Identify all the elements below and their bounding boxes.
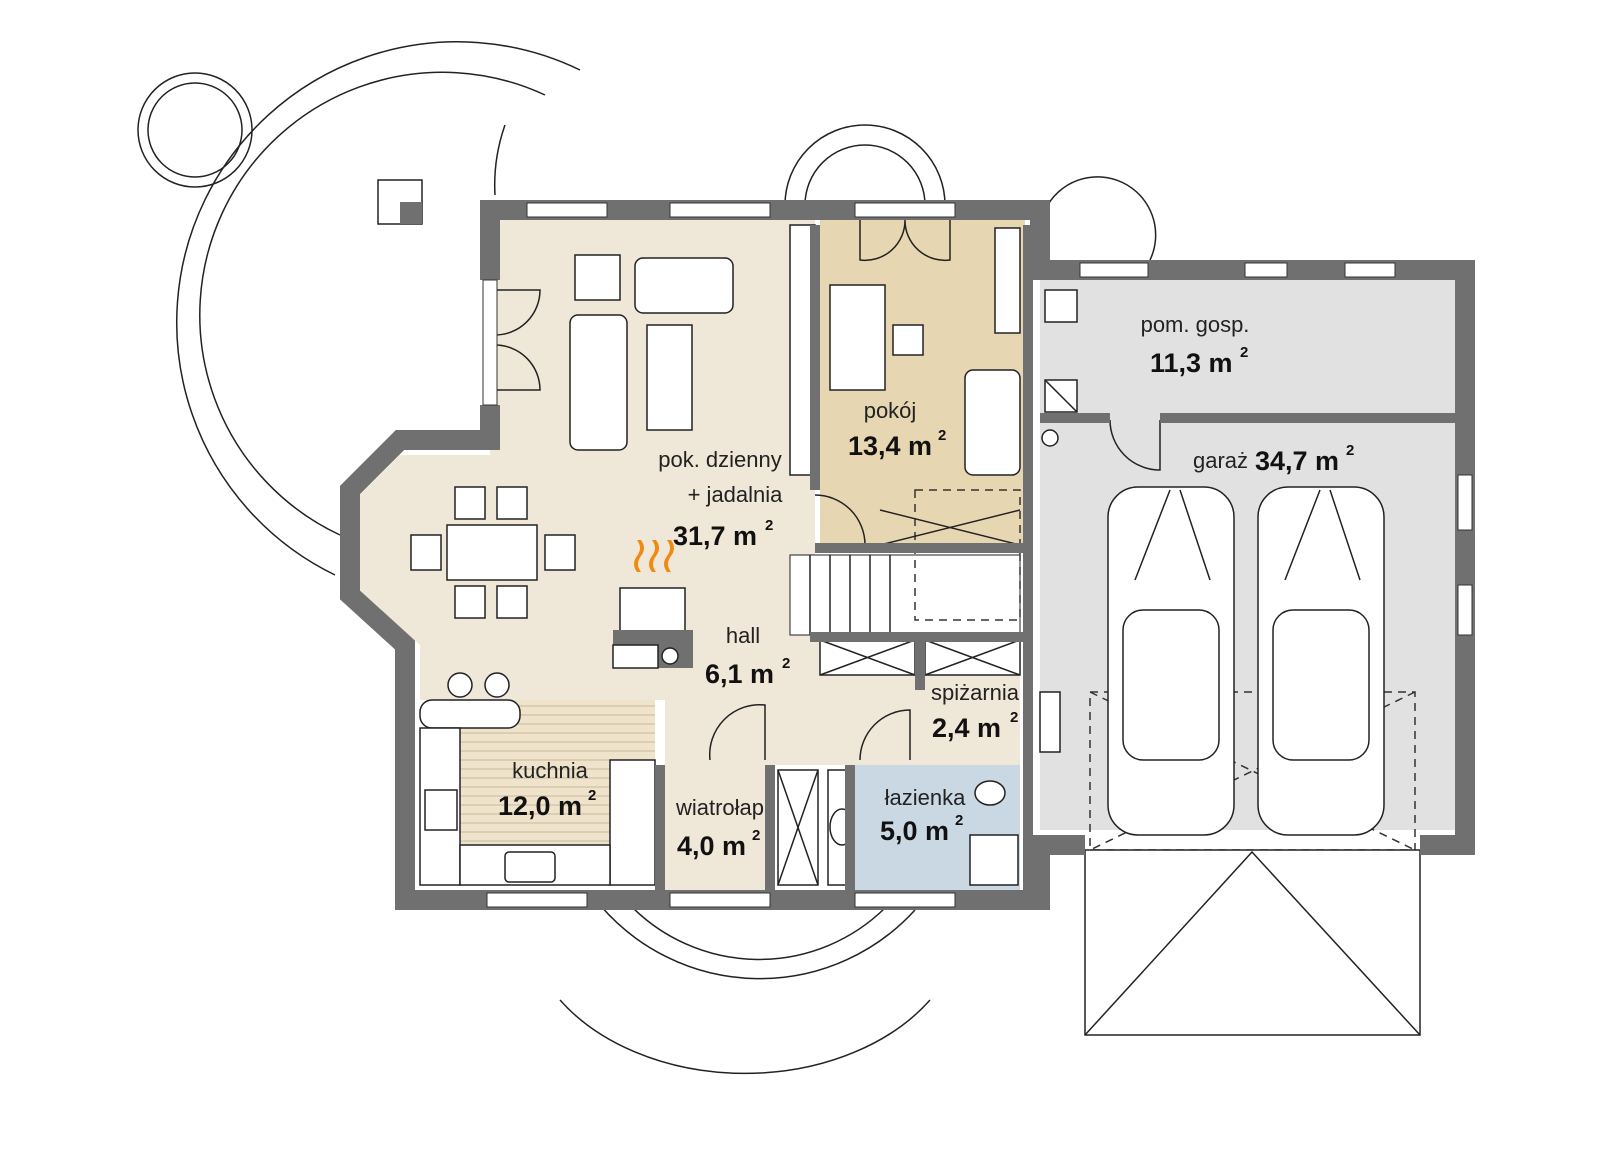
room-name: garaż <box>1193 448 1248 473</box>
furniture <box>410 224 1078 886</box>
area-unit-sup: 2 <box>1346 442 1354 459</box>
room-area: 4,0 m <box>677 831 746 861</box>
room-area: 2,4 m <box>932 713 1001 743</box>
walls <box>340 200 1475 910</box>
room-labels: pok. dzienny + jadalnia 31,7 m 2 pokój 1… <box>498 312 1354 861</box>
terrace <box>137 41 1157 1075</box>
room-area: 5,0 m <box>880 816 949 846</box>
round-planter <box>137 72 253 188</box>
room-name: hall <box>726 623 760 648</box>
vestibule-floor <box>665 765 770 890</box>
windows <box>482 202 1473 908</box>
staircase <box>789 489 1021 636</box>
room-name: spiżarnia <box>931 680 1020 705</box>
area-unit-sup: 2 <box>765 517 773 534</box>
room-area: 31,7 m <box>673 521 757 551</box>
carport-roof <box>1084 849 1421 1036</box>
room-name: kuchnia <box>512 758 589 783</box>
room-name: pom. gosp. <box>1141 312 1250 337</box>
room-name: pokój <box>864 398 917 423</box>
area-unit-sup: 2 <box>938 427 946 444</box>
area-unit-sup: 2 <box>782 655 790 672</box>
area-unit-sup: 2 <box>1010 709 1018 726</box>
room-name: wiatrołap <box>675 795 764 820</box>
room-area: 13,4 m <box>848 431 932 461</box>
car-1 <box>1107 486 1235 836</box>
room-area: 12,0 m <box>498 791 582 821</box>
room-name: łazienka <box>885 785 966 810</box>
area-unit-sup: 2 <box>752 827 760 844</box>
area-unit-sup: 2 <box>588 787 596 804</box>
room-area: 11,3 m <box>1150 348 1233 378</box>
car-2 <box>1257 486 1385 836</box>
room-area: 6,1 m <box>705 659 774 689</box>
room-area: 34,7 m <box>1255 446 1339 476</box>
doors <box>494 219 1161 761</box>
garage-floor <box>1040 280 1455 830</box>
room-name: + jadalnia <box>688 482 784 507</box>
living-floor <box>360 215 815 755</box>
area-unit-sup: 2 <box>955 812 963 829</box>
room-name: pok. dzienny <box>658 447 782 472</box>
area-unit-sup: 2 <box>1240 344 1248 361</box>
fireplace-flames <box>634 540 674 572</box>
